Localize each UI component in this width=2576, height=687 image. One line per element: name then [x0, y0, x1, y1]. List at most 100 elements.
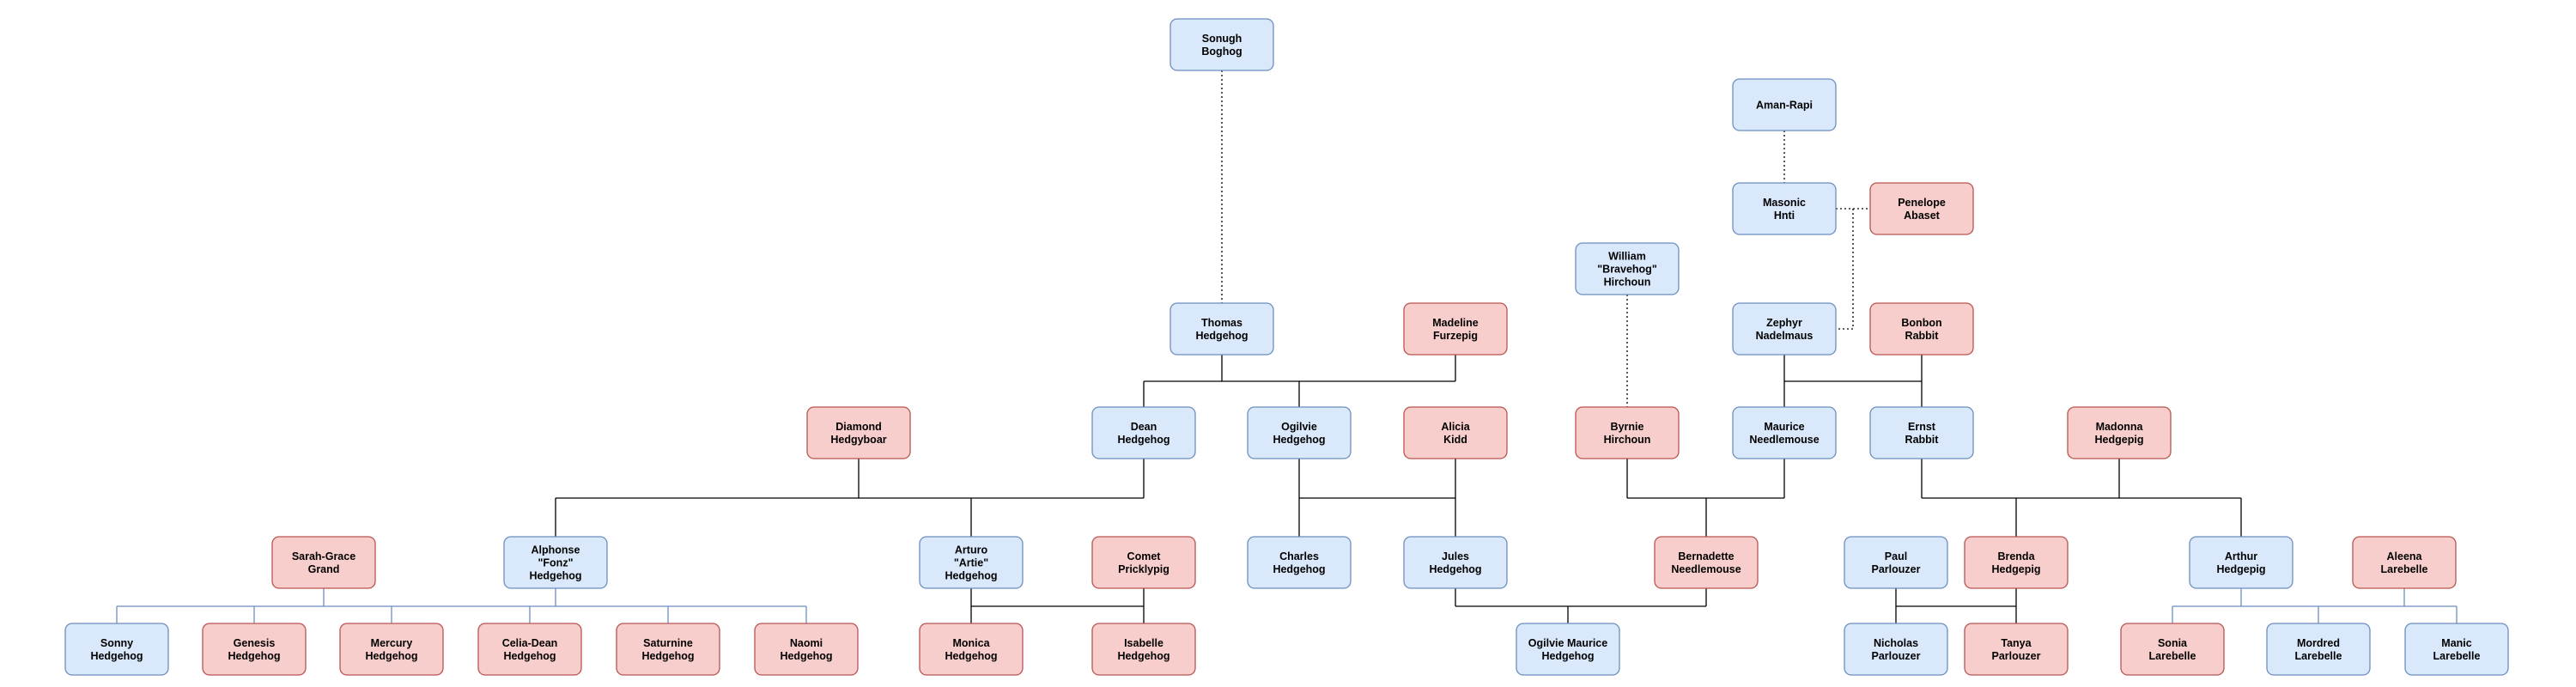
person-box: [1091, 536, 1196, 589]
person-name-line: Furzepig: [1433, 330, 1478, 342]
person-name-line: Ogilvie Maurice: [1528, 637, 1607, 649]
person-name-line: Mordred: [2297, 637, 2340, 649]
person-arturo[interactable]: Arturo"Artie"Hedgehog: [919, 536, 1024, 589]
person-box: [1964, 623, 2069, 676]
person-name-line: Hedgehog: [945, 570, 997, 582]
person-name-line: Hedgepig: [2095, 434, 2144, 446]
person-box: [1844, 536, 1948, 589]
person-name-line: Hedgyboar: [830, 434, 886, 446]
family-connector-jules-bernadette: [1455, 588, 1707, 623]
person-box: [806, 406, 911, 459]
person-box: [1575, 242, 1680, 295]
person-william[interactable]: William"Bravehog"Hirchoun: [1575, 242, 1680, 295]
person-name-line: Hedgehog: [1273, 563, 1325, 575]
person-box: [1732, 302, 1837, 356]
person-name-line: Larebelle: [2295, 650, 2342, 662]
person-name-line: Hedgehog: [1273, 434, 1325, 446]
person-name-line: Hedgepig: [1992, 563, 2041, 575]
person-name-line: Hedgehog: [1541, 650, 1594, 662]
family-connector-paul-brenda: [1895, 588, 2017, 623]
person-name-line: Tanya: [2001, 637, 2032, 649]
person-name-line: Zephyr: [1766, 317, 1802, 329]
person-name-line: Hedgehog: [1195, 330, 1248, 342]
person-box: [2404, 623, 2509, 676]
person-box: [616, 623, 720, 676]
person-name-line: "Fonz": [538, 557, 573, 569]
person-name-line: Hedgehog: [228, 650, 280, 662]
person-name-line: Sonugh: [1202, 33, 1242, 45]
person-name-line: Hedgehog: [1117, 434, 1170, 446]
person-name-line: Rabbit: [1905, 330, 1940, 342]
person-box: [1869, 182, 1974, 235]
person-name-line: Kidd: [1443, 434, 1467, 446]
person-name-line: Ogilvie: [1281, 421, 1317, 433]
person-box: [2120, 623, 2225, 676]
person-name-line: Masonic: [1763, 197, 1806, 209]
person-box: [339, 623, 444, 676]
person-name-line: Aman-Rapi: [1756, 100, 1813, 112]
family-connector-arthur-aleena: [2172, 588, 2458, 623]
person-name-line: Maurice: [1764, 421, 1804, 433]
person-name-line: Sonia: [2158, 637, 2188, 649]
person-box: [1869, 406, 1974, 459]
person-box: [1091, 623, 1196, 676]
person-name-line: Parlouzer: [1872, 563, 1921, 575]
person-alphonse[interactable]: Alphonse"Fonz"Hedgehog: [503, 536, 608, 589]
person-name-line: Charles: [1279, 550, 1319, 562]
person-name-line: Madonna: [2096, 421, 2144, 433]
person-box: [2352, 536, 2457, 589]
person-box: [1403, 406, 1508, 459]
person-name-line: Hnti: [1774, 210, 1795, 222]
family-connector-diamond-dean: [555, 459, 1145, 537]
person-aman[interactable]: Aman-Rapi: [1732, 78, 1837, 131]
person-box: [1170, 18, 1274, 71]
person-box: [1964, 536, 2069, 589]
person-box: [1844, 623, 1948, 676]
person-box: [1247, 406, 1352, 459]
person-name-line: Paul: [1885, 550, 1907, 562]
person-name-line: Manic: [2441, 637, 2471, 649]
person-box: [2189, 536, 2293, 589]
person-name-line: Brenda: [1997, 550, 2035, 562]
person-name-line: Alicia: [1441, 421, 1470, 433]
